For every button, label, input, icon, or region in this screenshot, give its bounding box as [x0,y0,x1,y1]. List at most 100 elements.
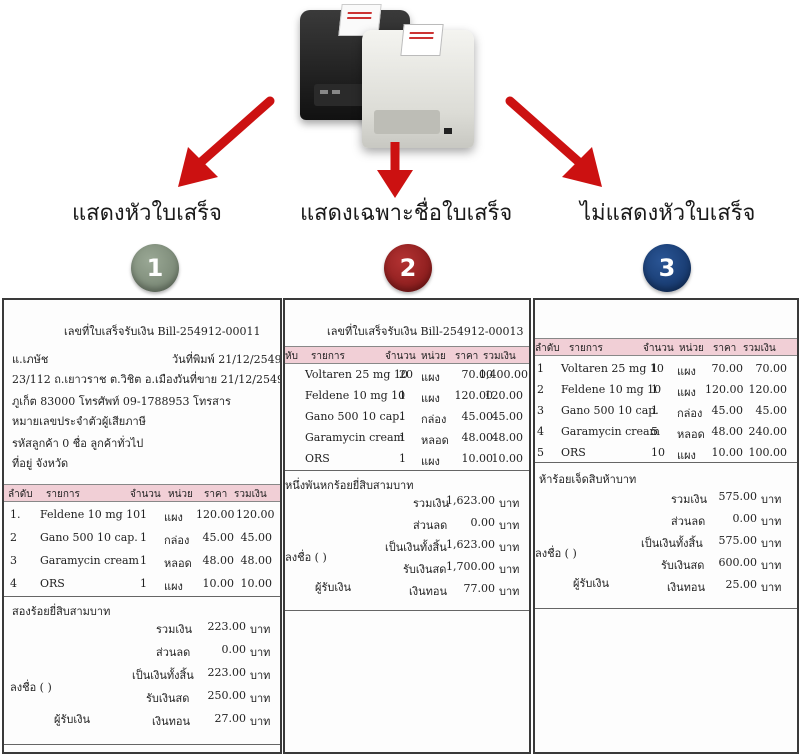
table-header: ลำดับ รายการ จำนวน หน่วย ราคา รวมเงิน [535,338,797,356]
row-unit: แผง [421,455,440,468]
change-label: เงินทอน [152,715,191,728]
badge-1: 1 [131,244,179,292]
sum-label: รวมเงิน [156,623,192,636]
net-value: 1,623.00 [446,538,495,551]
tax-id: หมายเลขประจำตัวผู้เสียภาษี [12,415,146,428]
change-value: 77.00 [463,582,496,595]
sum-label: รวมเงิน [413,497,449,510]
discount-label: ส่วนลด [156,646,191,659]
col-price: ราคา [204,489,228,500]
row-no: 2 [537,383,544,396]
divider [535,608,797,609]
arrow-down-icon [377,142,413,198]
col-no: หับ [285,351,298,362]
row-total: 100.00 [748,446,788,459]
received-unit: บาท [499,563,520,576]
row-unit: กล่อง [677,407,703,420]
row-unit: แผง [164,580,183,593]
change-unit: บาท [761,581,782,594]
net-unit: บาท [499,541,520,554]
row-no: 2 [10,531,17,544]
row-unit: แผง [421,392,440,405]
row-no: 4 [537,425,544,438]
received-label: รับเงินสด [403,563,447,576]
row-name: Gano 500 10 cap. [561,404,659,417]
printer-led [320,90,328,94]
row-unit: แผง [677,386,696,399]
col-total: รวมเงิน [234,489,267,500]
row-price: 120.00 [705,383,744,396]
discount-value: 0.00 [470,516,496,529]
row-name: ORS [561,446,586,459]
row-total: 45.00 [755,404,788,417]
col-total: รวมเงิน [743,343,776,354]
row-qty: 1 [399,452,406,465]
change-unit: บาท [250,715,271,728]
row-name: Gano 500 10 cap. [40,531,138,544]
signature-line: ลงชื่อ ( ) [10,681,52,694]
col-price: ราคา [455,351,479,362]
row-qty: 1 [651,404,658,417]
row-total: 10.00 [491,452,524,465]
row-price: 48.00 [461,431,494,444]
col-no: ลำดับ [535,343,560,354]
row-unit: กล่อง [421,413,447,426]
customer: รหัสลูกค้า 0 ชื่อ ลูกค้าทั่วไป [12,437,144,450]
receipt-printers-image [300,0,475,150]
row-unit: หลอด [677,428,705,441]
net-unit: บาท [250,669,271,682]
change-label: เงินทอน [667,581,706,594]
row-price: 45.00 [202,531,235,544]
discount-unit: บาท [250,646,271,659]
discount-unit: บาท [499,519,520,532]
discount-unit: บาท [761,515,782,528]
received-value: 250.00 [207,689,247,702]
table-header: ลำดับ รายการ จำนวน หน่วย ราคา รวมเงิน [4,484,280,502]
row-name: Feldene 10 mg 10 [40,508,141,521]
row-unit: กล่อง [164,534,190,547]
divider [285,610,529,611]
row-unit: แผง [677,365,696,378]
row-price: 48.00 [202,554,235,567]
col-item: รายการ [569,343,603,354]
heading-show-header: แสดงหัวใบเสร็จ [72,201,222,226]
receipt-title: เลขที่ใบเสร็จรับเงิน Bill-254912-00011 [64,325,261,338]
arrow-left-icon [178,96,275,187]
col-item: รายการ [311,351,345,362]
net-value: 223.00 [207,666,247,679]
row-price: 10.00 [461,452,494,465]
row-name: Feldene 10 mg 10 [561,383,662,396]
divider [285,470,529,471]
row-unit: หลอด [164,557,192,570]
col-qty: จำนวน [385,351,416,362]
net-label: เป็นเงินทั้งสิ้น [385,541,447,554]
row-unit: แผง [421,371,440,384]
row-no: 4 [10,577,17,590]
row-total: 120.00 [748,383,788,396]
row-no: 1. [10,508,21,521]
discount-value: 0.00 [732,512,758,525]
received-label: รับเงินสด [661,559,705,572]
shop-address: 23/112 ถ.เยาวราช ต.วิชิต อ.เมือง [12,373,178,386]
row-no: 3 [10,554,17,567]
row-price: 10.00 [202,577,235,590]
col-unit: หน่วย [421,351,446,362]
row-price: 45.00 [461,410,494,423]
row-name: Voltaren 25 mg 10 [305,368,408,381]
badge-3: 3 [643,244,691,292]
row-total: 48.00 [240,554,273,567]
sale-date: วันที่ขาย 21/12/2549 [176,373,282,386]
row-qty: 5 [651,425,658,438]
row-qty: 1 [651,383,658,396]
row-name: Feldene 10 mg 10 [305,389,406,402]
row-no: 5 [537,446,544,459]
received-unit: บาท [250,692,271,705]
row-total: 10.00 [240,577,273,590]
net-unit: บาท [761,537,782,550]
row-qty: 1 [399,410,406,423]
divider [535,462,797,463]
shop-address-2: ภูเก็ต 83000 โทรศัพท์ 09-1788953 โทรสาร [12,395,231,408]
received-value: 600.00 [718,556,758,569]
row-total: 120.00 [484,389,524,402]
